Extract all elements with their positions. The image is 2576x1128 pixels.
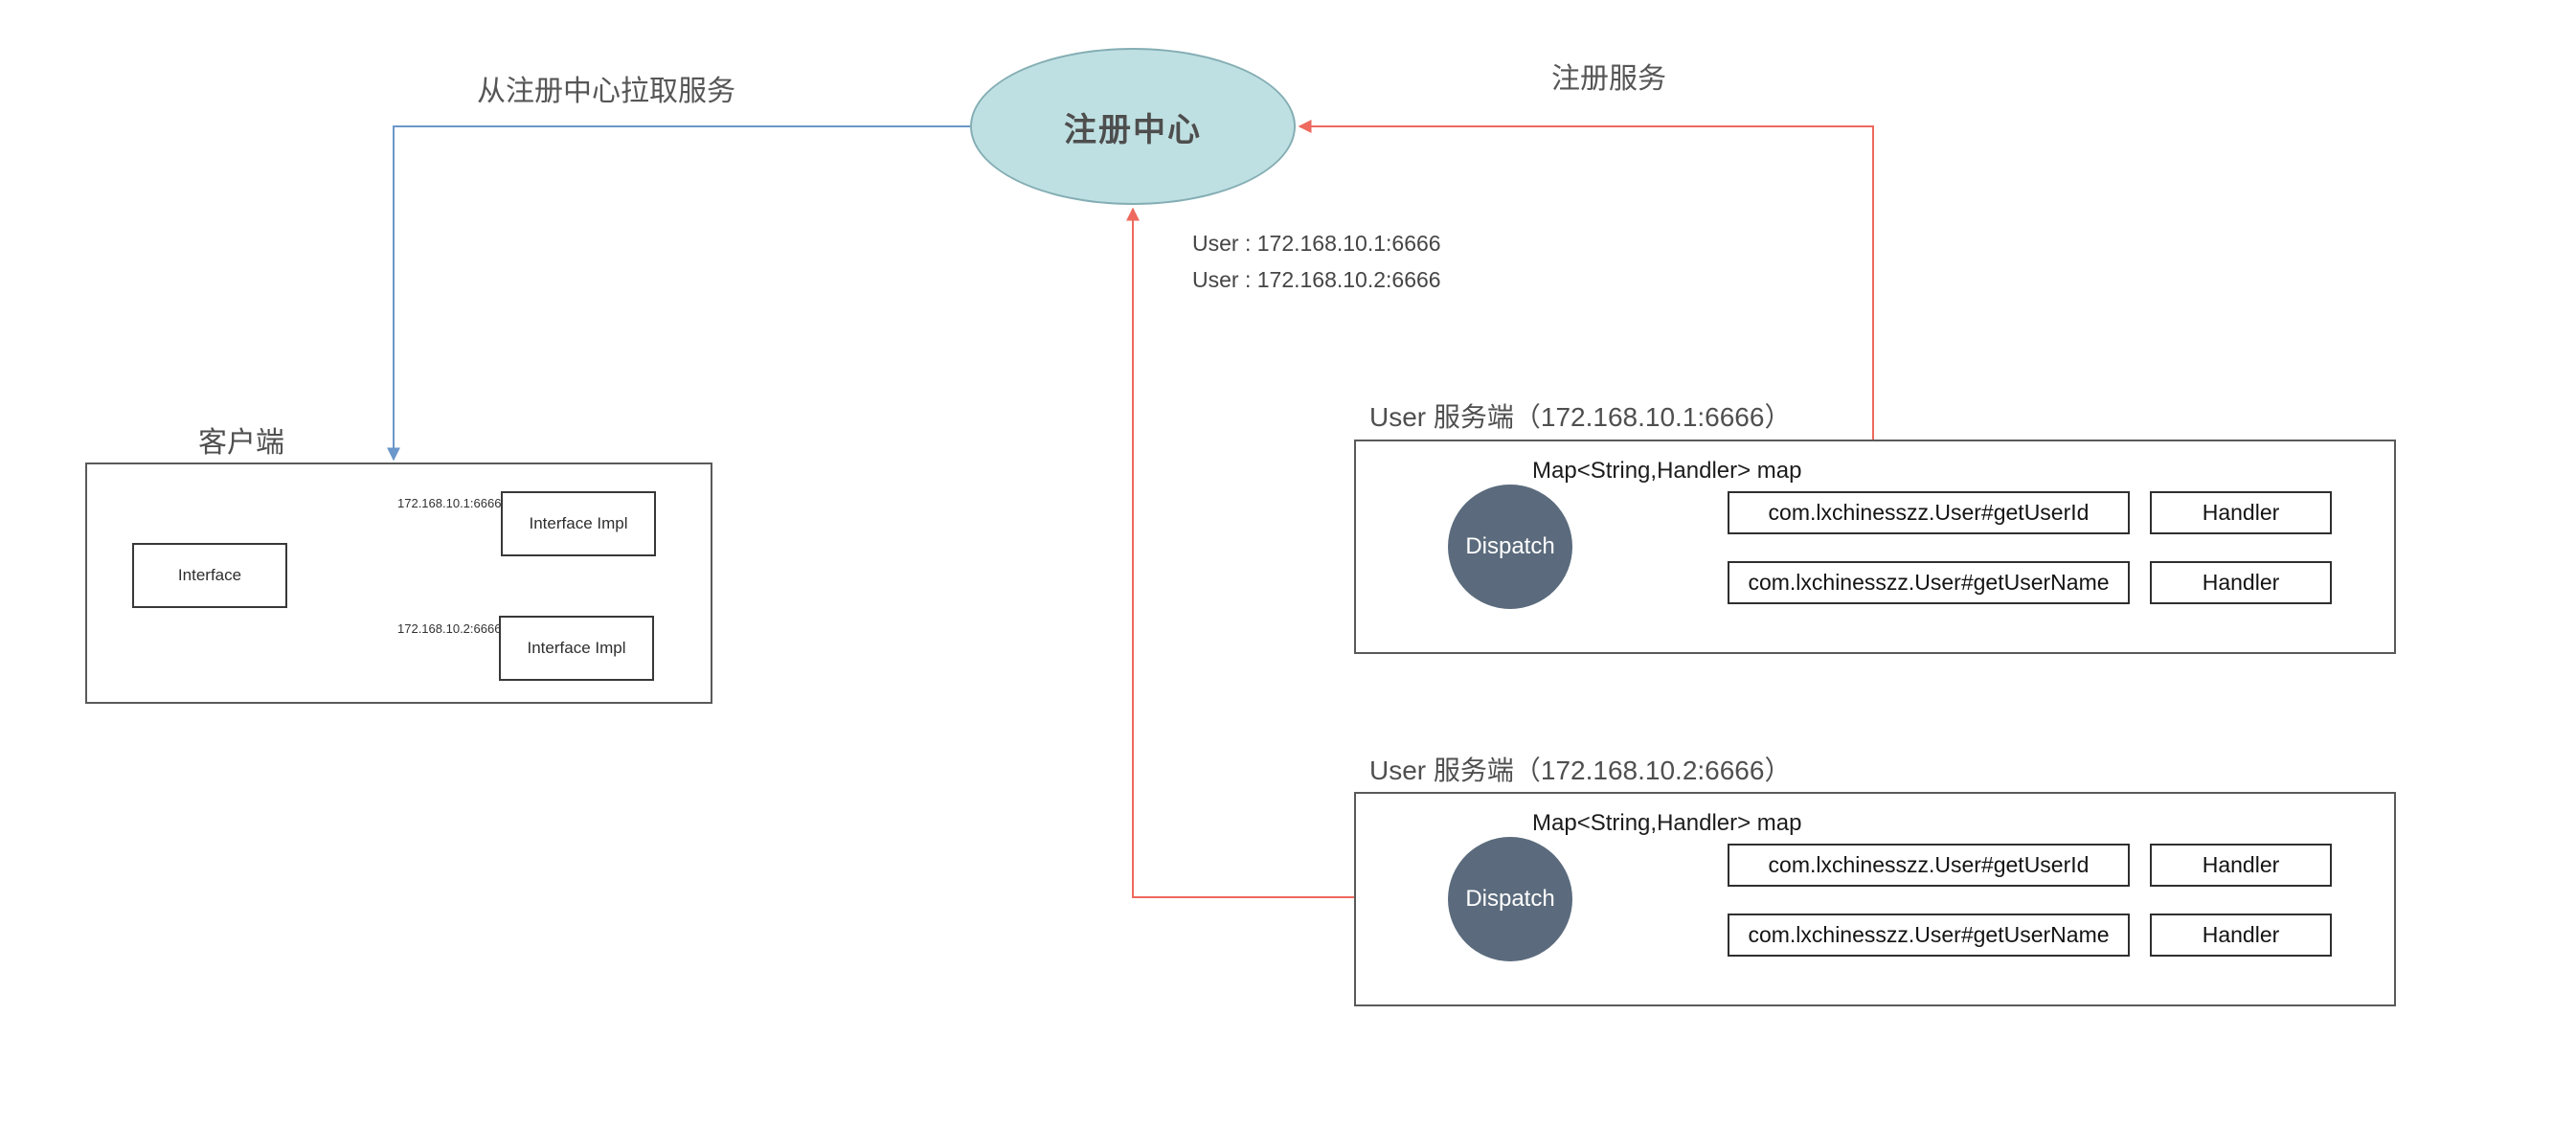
registry-entry: User : 172.168.10.1:6666 (1192, 231, 1441, 256)
server2-handler-1: Handler (2150, 844, 2332, 887)
server1-method-key-1: com.lxchinesszz.User#getUserId (1728, 491, 2130, 534)
registry-center-label: 注册中心 (1064, 111, 1202, 148)
registry-center-node: 注册中心 (970, 48, 1296, 205)
client-title: 客户端 (198, 427, 284, 459)
interface-impl1-node: Interface Impl (501, 491, 656, 556)
impl2-ip-label: 172.168.10.2:6666 (397, 621, 502, 636)
server1-dispatch-node: Dispatch (1448, 485, 1572, 609)
server2-map-label: Map<String,Handler> map (1532, 810, 1802, 836)
pull-services-edge-label: 从注册中心拉取服务 (477, 76, 735, 107)
server2-method-key-2: com.lxchinesszz.User#getUserName (1728, 914, 2130, 957)
impl1-ip-label: 172.168.10.1:6666 (397, 496, 502, 510)
interface-node: Interface (132, 543, 287, 608)
server1-handler-1: Handler (2150, 491, 2332, 534)
server1-title: User 服务端（172.168.10.1:6666） (1369, 402, 1792, 432)
interface-impl2-node: Interface Impl (499, 616, 654, 681)
registry-entry: User : 172.168.10.2:6666 (1192, 267, 1441, 292)
server2-panel: Map<String,Handler> map Dispatch com.lxc… (1354, 792, 2396, 1006)
server1-method-key-2: com.lxchinesszz.User#getUserName (1728, 561, 2130, 604)
server1-handler-2: Handler (2150, 561, 2332, 604)
server1-map-label: Map<String,Handler> map (1532, 458, 1802, 484)
registry-entries: User : 172.168.10.1:6666 User : 172.168.… (1192, 230, 1441, 303)
server2-method-key-1: com.lxchinesszz.User#getUserId (1728, 844, 2130, 887)
server2-handler-2: Handler (2150, 914, 2332, 957)
register-arrow-server2 (1126, 207, 1354, 898)
client-panel: Interface 172.168.10.1:6666 Interface Im… (85, 462, 712, 704)
server2-title: User 服务端（172.168.10.2:6666） (1369, 756, 1792, 785)
pull-services-arrow (387, 125, 970, 462)
server2-dispatch-node: Dispatch (1448, 837, 1572, 961)
server1-panel: Map<String,Handler> map Dispatch com.lxc… (1354, 440, 2396, 654)
register-services-edge-label: 注册服务 (1551, 63, 1666, 95)
